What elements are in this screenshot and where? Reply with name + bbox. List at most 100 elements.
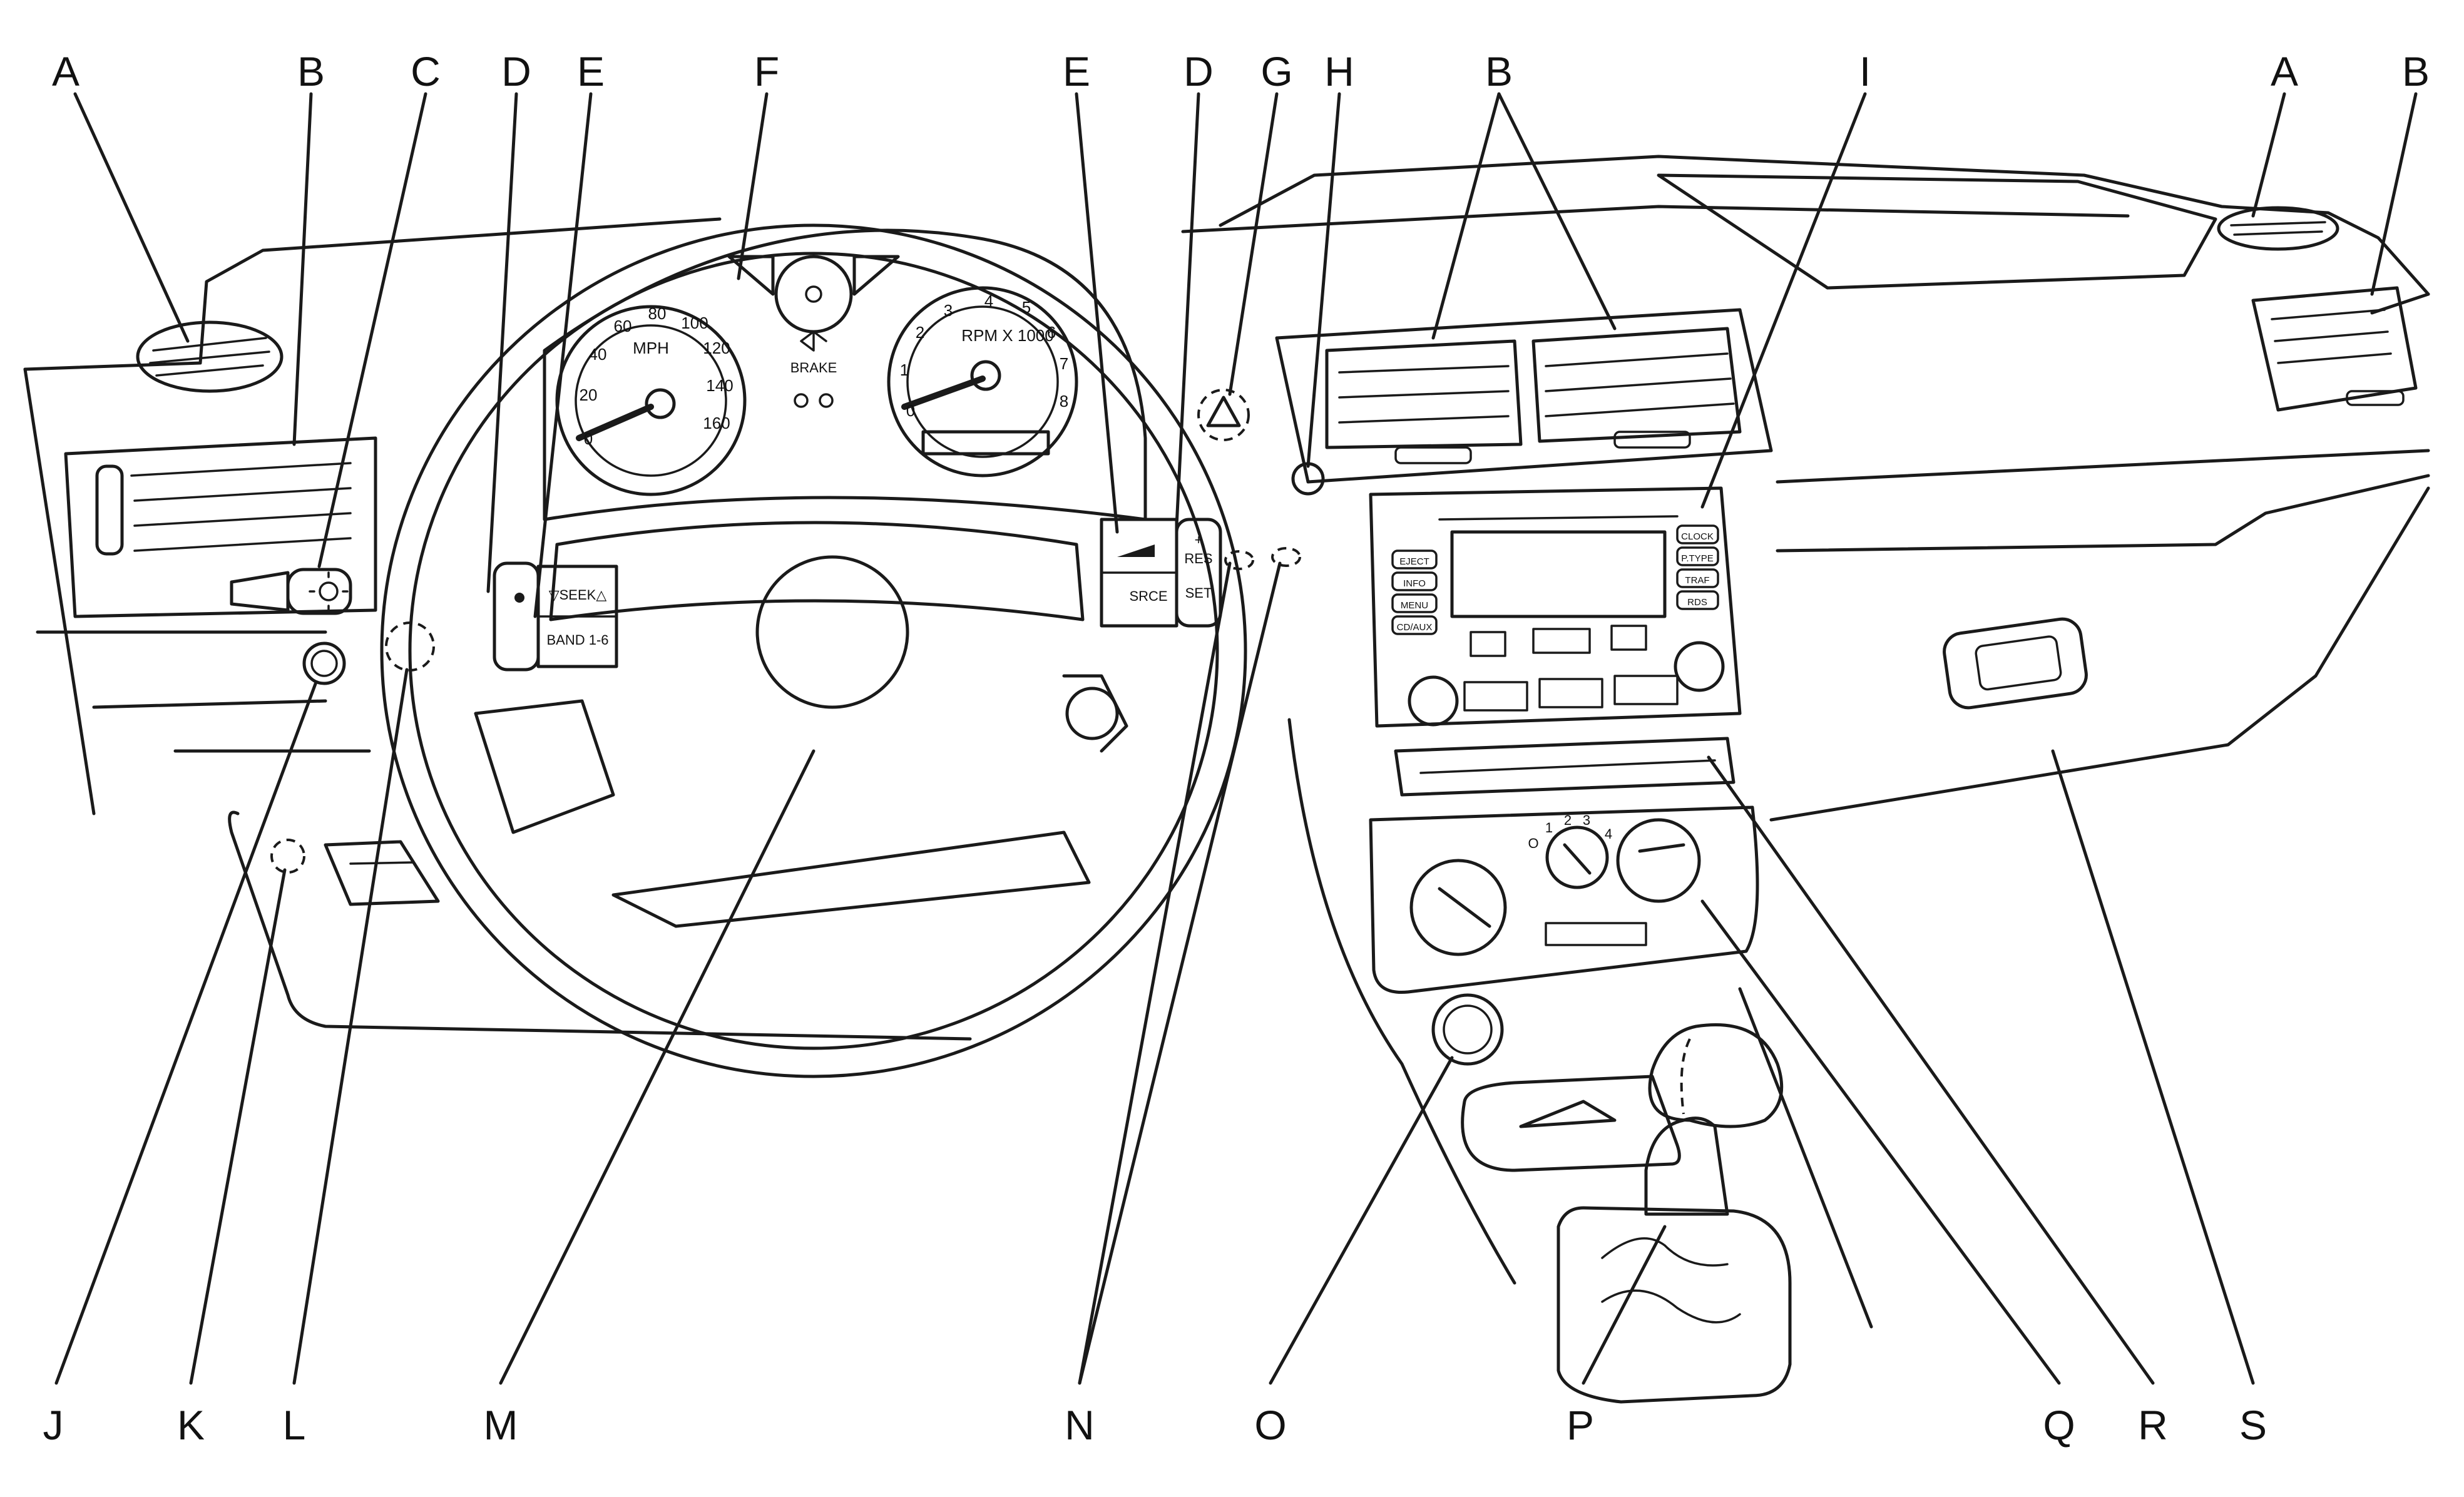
audio-control-location-left	[1224, 550, 1254, 570]
cd-slot-bezel	[1394, 737, 1736, 797]
right-indicator-housing	[852, 255, 900, 296]
radio-right-buttons: CLOCK P.TYPE TRAF RDS	[1676, 524, 1719, 610]
svg-text:O: O	[1528, 835, 1538, 851]
callout-q: Q	[2043, 1402, 2075, 1448]
warning-lights: BRAKE	[790, 330, 837, 408]
right-defrost-vent	[2217, 206, 2339, 251]
left-steering-controls: ▽SEEK△ BAND 1-6	[493, 561, 618, 672]
climate-mode-buttons	[1545, 922, 1647, 946]
svg-text:1: 1	[900, 360, 909, 379]
headlamp-icon	[319, 581, 339, 601]
cd-slot	[1419, 759, 1716, 774]
svg-text:8: 8	[1060, 392, 1068, 411]
air-delivery-knob	[1616, 818, 1701, 903]
airbag-horn-pad	[755, 555, 909, 709]
seek-button-label: ▽SEEK△	[549, 587, 607, 603]
svg-text:4: 4	[1605, 826, 1612, 842]
svg-text:CD/AUX: CD/AUX	[1397, 622, 1433, 633]
right-steering-controls: SRCE + RES SET	[1100, 518, 1222, 628]
left-outboard-air-vent	[64, 436, 377, 618]
svg-text:+: +	[1195, 532, 1203, 548]
callout-labels-bottom: J K L M N O P Q R S	[43, 1402, 2267, 1448]
svg-text:INFO: INFO	[1403, 578, 1426, 589]
callout-b-left: B	[297, 48, 325, 95]
svg-text:0: 0	[906, 401, 915, 420]
svg-text:80: 80	[648, 304, 667, 323]
svg-text:SET: SET	[1185, 585, 1212, 601]
svg-text:3: 3	[944, 301, 953, 320]
callout-c: C	[411, 48, 441, 95]
fuel-gauge	[774, 255, 853, 334]
volume-knob	[1408, 675, 1459, 727]
dashboard-outline	[23, 155, 2430, 1329]
radio-display	[1450, 530, 1667, 618]
svg-text:TRAF: TRAF	[1685, 575, 1709, 586]
tachometer: RPM X 1000 0 1 2 3 4 5 6 7 8	[887, 286, 1078, 478]
shift-knob	[1648, 1023, 1784, 1128]
cruise-control-buttons	[493, 561, 540, 672]
hazard-warning-button	[1197, 389, 1250, 441]
audio-control-location-right	[1271, 547, 1301, 567]
clock-button[interactable]	[1676, 524, 1719, 544]
callout-b-center: B	[1485, 48, 1513, 95]
callout-a-left: A	[52, 48, 79, 95]
shift-lever	[1644, 1116, 1729, 1216]
fan-speed-knob	[1545, 825, 1609, 889]
left-indicator-housing	[727, 255, 775, 296]
radio-left-buttons: EJECT INFO MENU CD/AUX	[1391, 549, 1438, 635]
speedometer-unit: MPH	[633, 339, 669, 357]
callout-d-right: D	[1183, 48, 1214, 95]
svg-text:20: 20	[580, 386, 598, 404]
svg-text:160: 160	[703, 414, 730, 432]
cruise-res-set-buttons	[1175, 518, 1222, 628]
preset-button	[1538, 678, 1603, 708]
svg-text:3: 3	[1583, 812, 1590, 828]
svg-text:6: 6	[1047, 323, 1056, 342]
tachometer-unit: RPM X 1000	[961, 326, 1053, 345]
fog-lamp-button	[302, 641, 346, 685]
callout-r: R	[2138, 1402, 2168, 1448]
rds-button[interactable]	[1676, 590, 1719, 610]
callout-k: K	[177, 1402, 205, 1448]
hazard-triangle-icon	[1206, 396, 1241, 427]
brake-warning: BRAKE	[790, 360, 837, 376]
center-console	[1431, 993, 1792, 1404]
svg-text:40: 40	[589, 345, 607, 364]
ignition-switch	[1062, 674, 1128, 753]
steering-wheel	[380, 223, 1247, 1078]
eject-button[interactable]	[1391, 549, 1438, 570]
shift-boot-surround	[1557, 1206, 1792, 1404]
cupholder-tray	[1461, 1075, 1681, 1172]
svg-text:4: 4	[984, 292, 993, 310]
callout-f: F	[754, 48, 779, 95]
source-button-label: SRCE	[1129, 588, 1167, 604]
tune-knob	[1674, 641, 1725, 692]
svg-text:MENU: MENU	[1401, 600, 1428, 611]
svg-text:100: 100	[681, 314, 708, 332]
callout-o: O	[1254, 1402, 1286, 1448]
svg-text:120: 120	[703, 339, 730, 357]
svg-text:RDS: RDS	[1687, 597, 1707, 608]
cd-aux-button[interactable]	[1391, 615, 1438, 635]
volume-ramp-icon	[1117, 544, 1155, 557]
callout-g: G	[1260, 48, 1292, 95]
hood-release-location	[270, 839, 305, 874]
speedometer: MPH 0 20 40 60 80 100 120 140 160	[555, 304, 747, 496]
ptype-button[interactable]	[1676, 546, 1719, 566]
svg-text:2: 2	[916, 323, 924, 342]
callout-p: P	[1567, 1402, 1594, 1448]
center-air-vents	[1275, 308, 1773, 484]
svg-text:140: 140	[706, 376, 733, 395]
menu-button[interactable]	[1391, 593, 1438, 613]
headlamp-switch	[230, 568, 352, 615]
callout-e-right: E	[1063, 48, 1090, 95]
preset-button	[1532, 628, 1591, 654]
svg-text:RES: RES	[1184, 551, 1212, 566]
callout-l: L	[283, 1402, 306, 1448]
traf-button[interactable]	[1676, 568, 1719, 588]
callout-labels-top: A B C D E F E D G H B I A B	[52, 48, 2430, 95]
svg-text:7: 7	[1060, 354, 1068, 373]
temperature-knob	[1409, 859, 1507, 956]
info-button[interactable]	[1391, 571, 1438, 591]
